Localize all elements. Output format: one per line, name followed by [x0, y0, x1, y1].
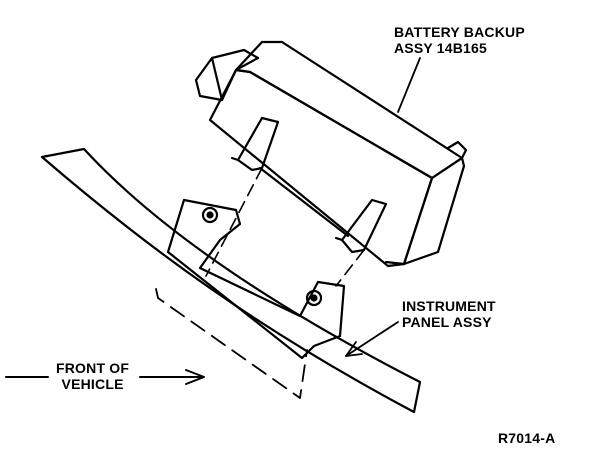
panel-label-leader [345, 321, 399, 357]
battery-backup-label: BATTERY BACKUP ASSY 14B165 [394, 24, 525, 56]
front-of-vehicle-arrow [5, 369, 205, 385]
mounting-bracket [166, 198, 346, 360]
battery-backup-module [194, 40, 468, 268]
battery-label-line-1: BATTERY BACKUP [394, 24, 525, 40]
battery-label-line-2: ASSY 14B165 [394, 40, 488, 56]
panel-label-line-2: PANEL ASSY [402, 314, 492, 330]
panel-label-line-1: INSTRUMENT [402, 298, 496, 314]
instrument-panel-shape [40, 147, 422, 414]
front-label-line-1: FRONT OF [56, 360, 130, 376]
battery-label-leader [397, 57, 421, 113]
front-of-vehicle-label: FRONT OF VEHICLE [56, 360, 129, 392]
instrument-panel-label: INSTRUMENT PANEL ASSY [402, 298, 496, 330]
figure-id-text: R7014-A [498, 430, 556, 446]
figure-id-label: R7014-A [498, 430, 555, 446]
front-label-line-2: VEHICLE [61, 376, 124, 392]
alignment-lines [205, 167, 365, 287]
hidden-bracket-outline [155, 288, 308, 399]
